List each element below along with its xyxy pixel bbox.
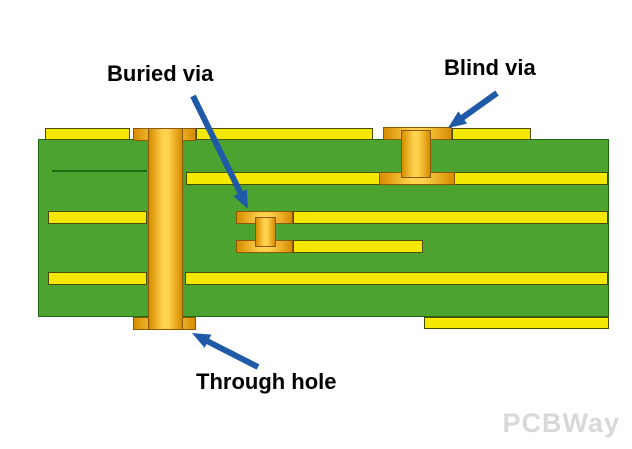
buried-via-label: Buried via: [107, 61, 214, 86]
copper-trace-top-right: [452, 128, 531, 140]
copper-trace-layer1-left: [186, 172, 380, 185]
copper-trace-layer3: [293, 240, 423, 253]
copper-trace-layer2-left: [48, 211, 147, 224]
through-hole-label: Through hole: [196, 369, 337, 394]
copper-trace-layer4-left: [48, 272, 147, 285]
blind-via-barrel: [401, 130, 431, 178]
pcb-board: [38, 139, 609, 317]
buried-via-barrel: [255, 217, 276, 247]
blind-via-label: Blind via: [444, 55, 536, 80]
blind-via-arrow: [448, 90, 499, 128]
copper-trace-layer1-right: [454, 172, 608, 185]
pcbway-watermark: PCBWay: [502, 408, 620, 438]
copper-trace-layer4-right: [185, 272, 608, 285]
copper-trace-bottom-right: [424, 317, 609, 329]
copper-trace-layer2-right: [293, 211, 608, 224]
copper-trace-top-left: [45, 128, 130, 140]
copper-trace-top-middle: [196, 128, 373, 140]
through-via-barrel: [148, 128, 183, 330]
through-hole-arrow: [192, 333, 260, 370]
inner-trace-outline: [52, 170, 147, 172]
